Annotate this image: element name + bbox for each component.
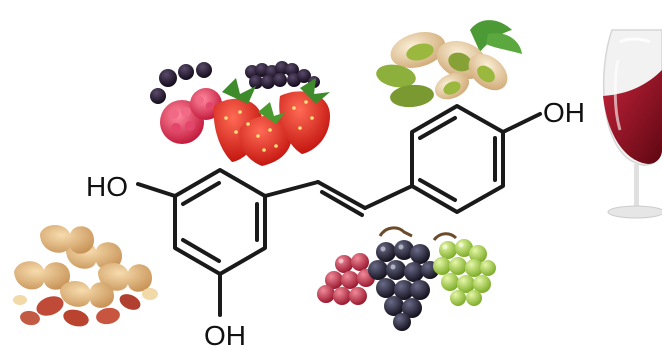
pistachio-icon: [376, 20, 522, 108]
wine-glass-icon: [602, 29, 662, 219]
grapes-icon: [317, 226, 496, 331]
right-benzene-ring: [410, 104, 505, 214]
trans-double-bond: [263, 180, 414, 217]
label-ho-left: HO: [86, 171, 128, 202]
label-oh-top-right: OH: [543, 97, 585, 128]
resveratrol-structure: [136, 104, 542, 317]
label-oh-bottom: OH: [204, 320, 246, 349]
berries-icon: [150, 61, 330, 166]
top-hydroxyl-bond: [501, 112, 542, 134]
peanut-icon: [13, 225, 158, 327]
left-benzene-ring: [173, 168, 267, 276]
left-hydroxyl-bond: [136, 182, 177, 198]
